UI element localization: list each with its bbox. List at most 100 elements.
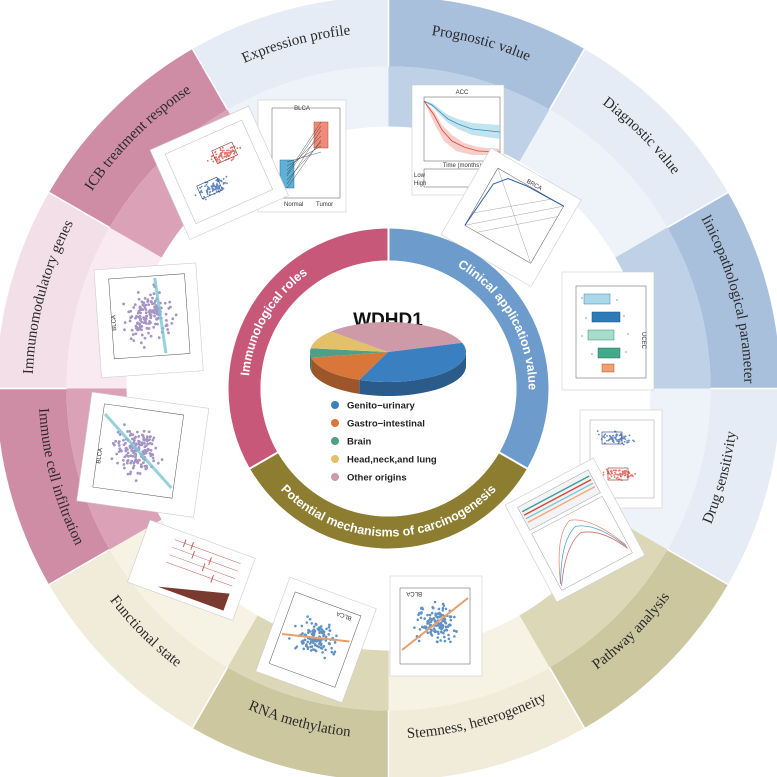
scatter-point bbox=[627, 441, 630, 444]
scatter-point bbox=[632, 475, 635, 478]
scatter-point bbox=[134, 435, 138, 439]
scatter-point bbox=[229, 150, 232, 153]
scatter-point bbox=[322, 645, 325, 649]
scatter-point bbox=[200, 190, 203, 192]
scatter-point bbox=[122, 438, 125, 442]
scatter-point bbox=[142, 436, 146, 440]
inner-ring bbox=[228, 226, 549, 549]
scatter-point bbox=[144, 451, 148, 455]
scatter-point bbox=[622, 443, 625, 446]
scatter-point bbox=[449, 618, 453, 622]
legend-label-0: Genito−urinary bbox=[347, 401, 416, 412]
scatter-point bbox=[311, 633, 315, 637]
scatter-point bbox=[306, 647, 310, 651]
scatter-point bbox=[142, 346, 146, 349]
scatter-point bbox=[217, 156, 220, 159]
scatter-point bbox=[442, 619, 446, 622]
scatter-point bbox=[147, 331, 150, 335]
segment-middle-1 bbox=[519, 109, 668, 258]
scatter-point bbox=[441, 626, 444, 629]
scatter-point bbox=[218, 154, 221, 157]
scatter-point bbox=[142, 301, 146, 305]
scatter-point bbox=[324, 635, 328, 639]
scatter-point bbox=[152, 325, 156, 329]
scatter-point bbox=[310, 622, 314, 625]
scatter-point bbox=[154, 308, 158, 312]
scatter-point bbox=[420, 625, 424, 629]
panel-prognostic-high: High bbox=[414, 181, 426, 187]
scatter-point bbox=[225, 152, 228, 155]
scatter-point bbox=[126, 454, 130, 458]
scatter-point bbox=[621, 473, 624, 476]
scatter-point bbox=[144, 303, 148, 307]
scatter-point bbox=[239, 146, 242, 149]
scatter-point bbox=[626, 441, 628, 444]
scatter-point bbox=[206, 185, 209, 188]
pie-slice-2 bbox=[309, 348, 388, 358]
legend-dot-3 bbox=[331, 455, 339, 463]
scatter-point bbox=[300, 624, 304, 628]
scatter-point bbox=[631, 474, 633, 477]
scatter-point bbox=[167, 307, 171, 310]
scatter-point bbox=[611, 438, 614, 441]
scatter-point bbox=[147, 438, 151, 442]
panel-immune-title: BLCA bbox=[96, 448, 104, 464]
scatter-point bbox=[204, 185, 206, 188]
scatter-point bbox=[163, 301, 167, 305]
scatter-point bbox=[426, 631, 430, 634]
scatter-point bbox=[613, 436, 616, 439]
scatter-point bbox=[608, 477, 611, 480]
scatter-point bbox=[327, 625, 331, 629]
panel-expression-x2: Tumor bbox=[316, 202, 333, 208]
scatter-point bbox=[623, 471, 625, 473]
scatter-point bbox=[132, 439, 136, 443]
scatter-point bbox=[219, 149, 222, 152]
scatter-point bbox=[430, 611, 434, 615]
scatter-point bbox=[612, 434, 614, 437]
segment-outer-9 bbox=[0, 192, 110, 389]
scatter-point bbox=[121, 458, 125, 462]
scatter-point bbox=[136, 430, 139, 434]
panel-prognostic-xlabel: Time (months) bbox=[443, 163, 481, 169]
scatter-point bbox=[131, 466, 135, 470]
scatter-point bbox=[306, 615, 309, 618]
scatter-point bbox=[129, 461, 133, 465]
scatter-point bbox=[232, 156, 235, 159]
scatter-point bbox=[610, 436, 613, 438]
scatter-point bbox=[211, 187, 214, 190]
scatter-point bbox=[139, 465, 143, 469]
scatter-point bbox=[215, 185, 218, 188]
scatter-point bbox=[114, 439, 118, 443]
scatter-point bbox=[142, 429, 146, 433]
scatter-point bbox=[142, 461, 145, 465]
scatter-point bbox=[443, 635, 446, 639]
scatter-point bbox=[436, 630, 440, 634]
panel-rna-scatter bbox=[288, 615, 338, 660]
scatter-point bbox=[132, 461, 136, 465]
scatter-point bbox=[149, 293, 152, 297]
scatter-point bbox=[432, 616, 436, 620]
scatter-point bbox=[134, 479, 138, 483]
scatter-point bbox=[213, 188, 215, 191]
scatter-point bbox=[143, 336, 147, 340]
scatter-point bbox=[126, 459, 129, 463]
scatter-point bbox=[444, 625, 448, 629]
scatter-point bbox=[135, 314, 138, 318]
scatter-point bbox=[230, 151, 233, 154]
panel-drug-sensitivity bbox=[579, 409, 663, 509]
scatter-point bbox=[288, 637, 291, 640]
scatter-point bbox=[436, 640, 439, 644]
scatter-point bbox=[150, 442, 154, 446]
scatter-point bbox=[210, 158, 213, 161]
scatter-point bbox=[123, 321, 127, 324]
segment-outer-10 bbox=[49, 49, 228, 228]
scatter-point bbox=[309, 645, 312, 649]
scatter-point bbox=[152, 436, 156, 440]
scatter-point bbox=[218, 186, 221, 189]
scatter-point bbox=[328, 623, 331, 627]
scatter-point bbox=[143, 442, 146, 445]
scatter-point bbox=[220, 152, 223, 155]
panel-prognostic: ACC Low High Time (months) bbox=[411, 84, 505, 196]
scatter-point bbox=[623, 440, 626, 443]
